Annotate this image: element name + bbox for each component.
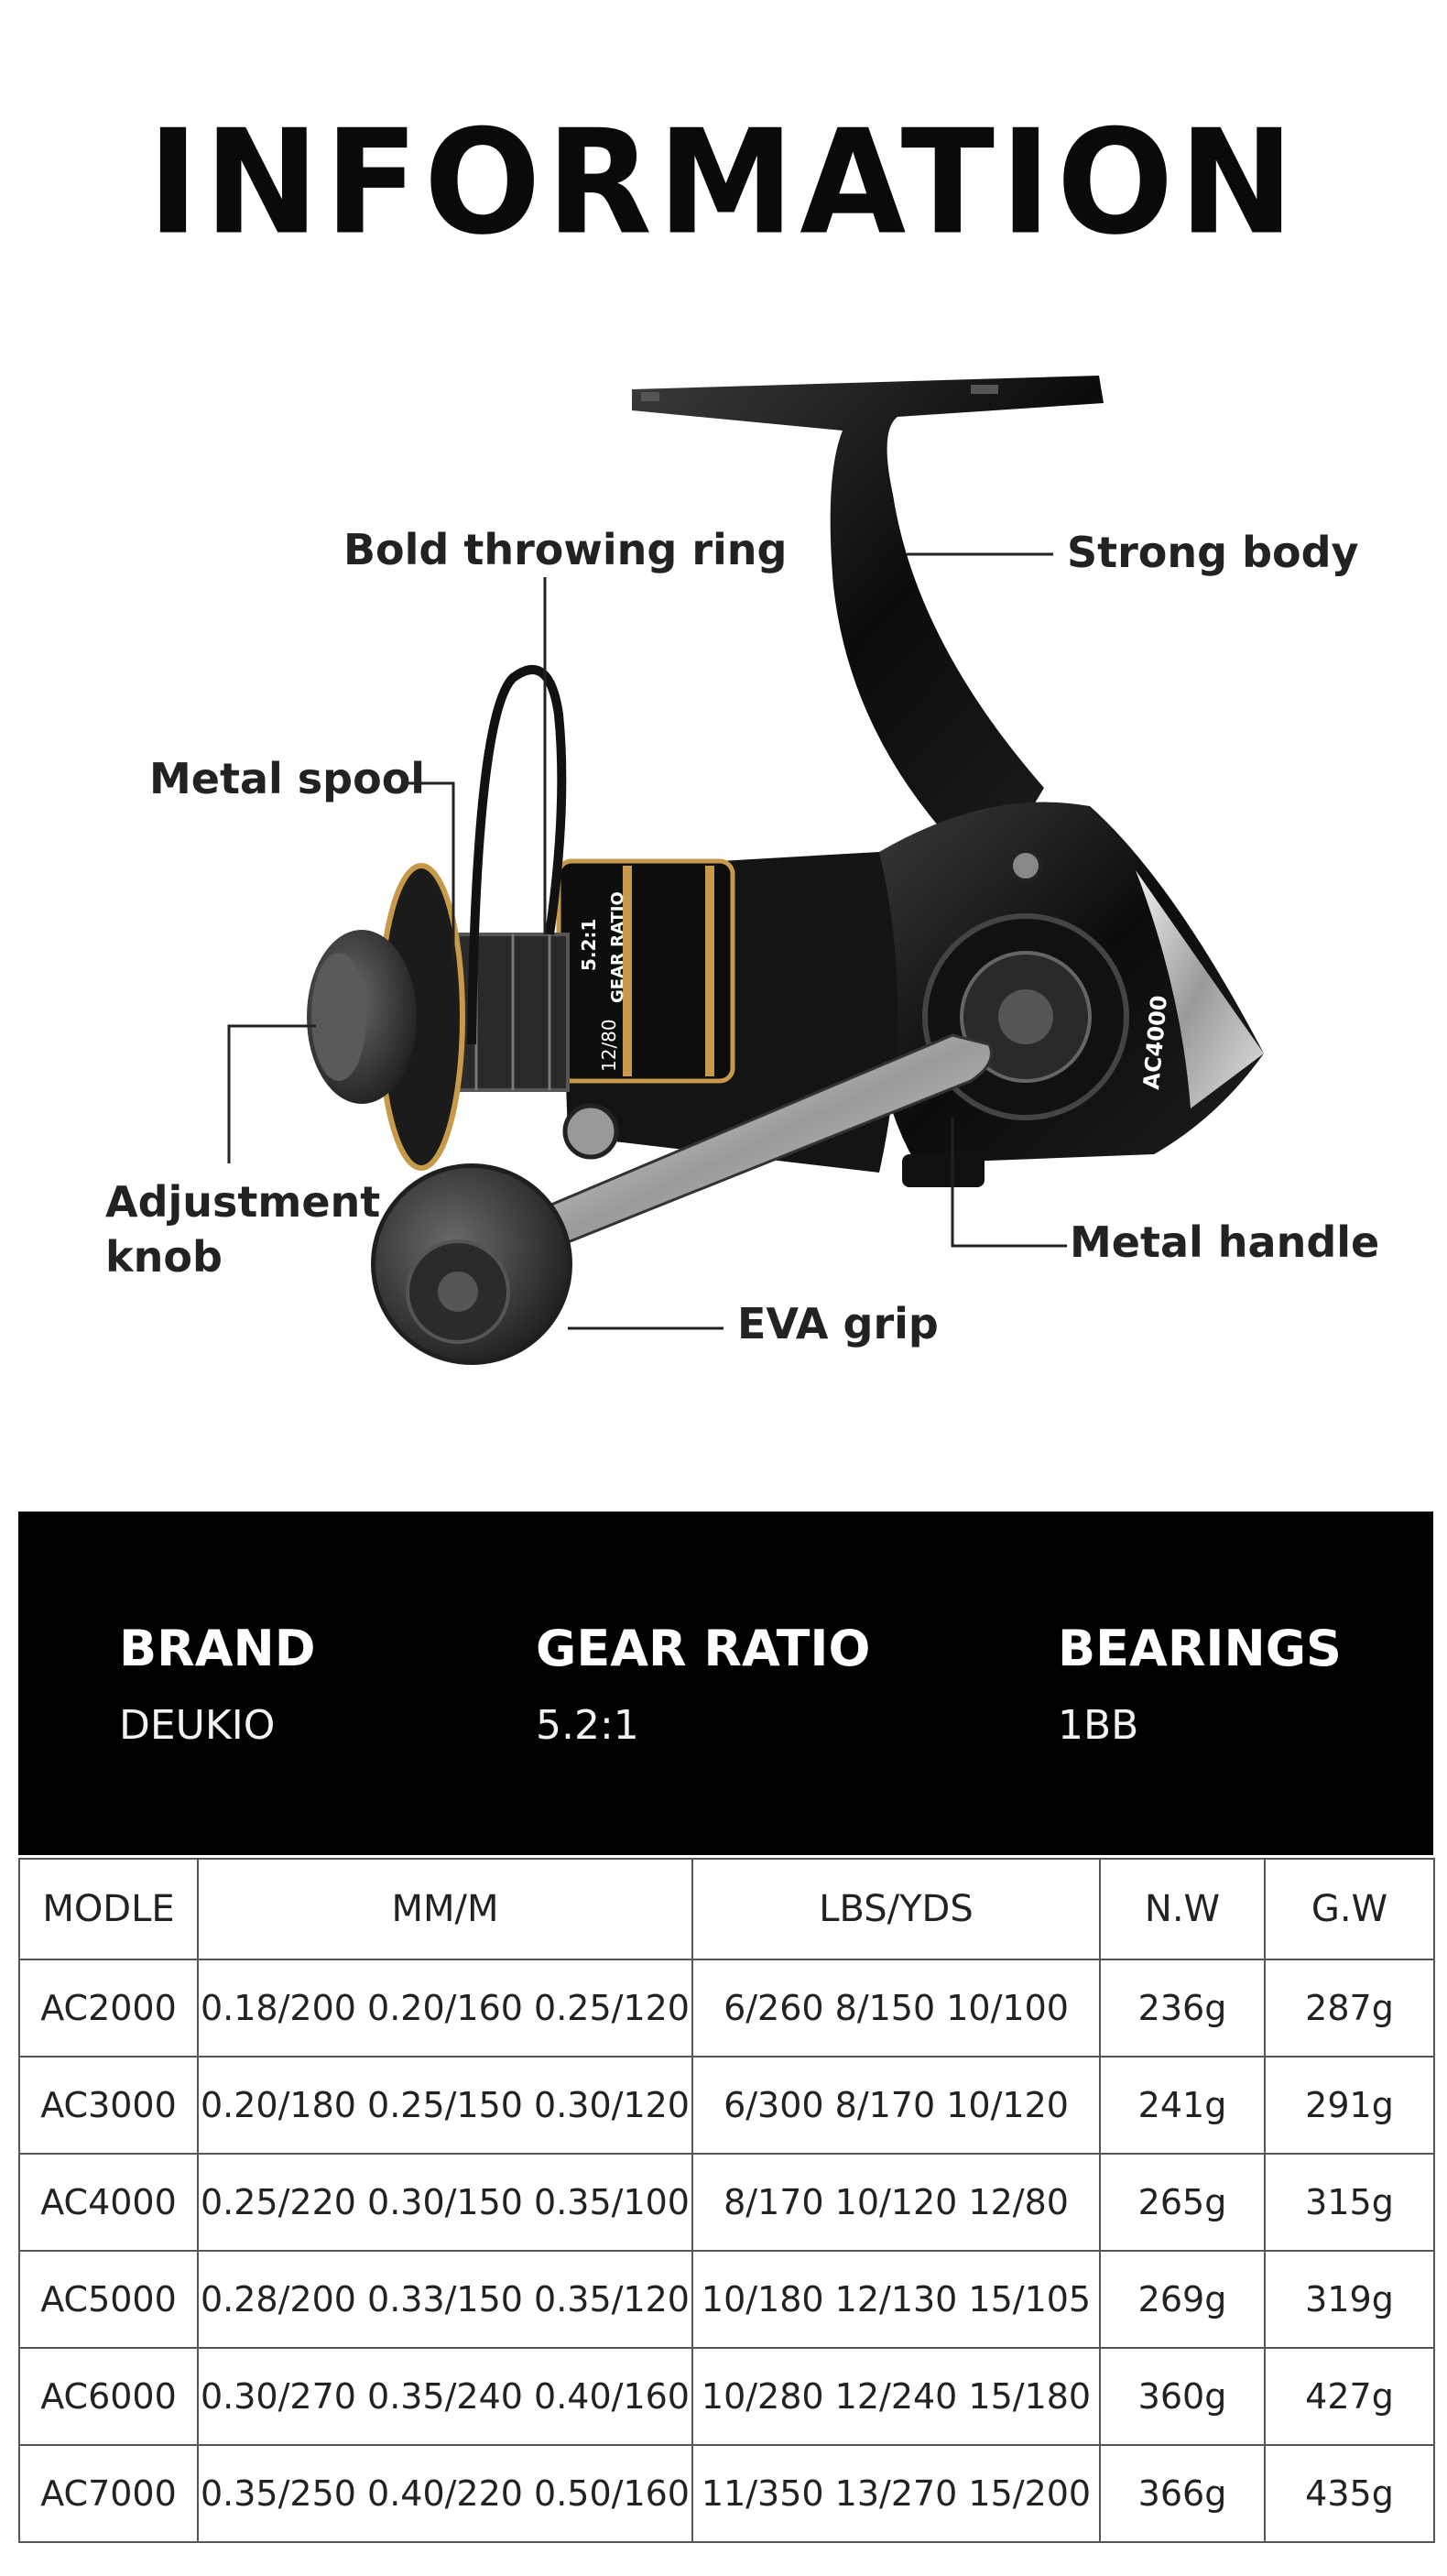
reel-capacity-text: 12/80 [598,1019,620,1072]
table-cell-nw: 360g [1099,2347,1266,2446]
spec-bearings-label: BEARINGS [1058,1620,1342,1677]
table-cell-model: AC5000 [18,2250,199,2349]
table-cell-gw: 287g [1264,1959,1435,2058]
spec-gear-ratio-value: 5.2:1 [536,1702,639,1749]
table-row: AC4000 0.25/220 0.30/150 0.35/100 8/170 … [18,2153,1435,2252]
table-header-mm-m: MM/M [197,1858,693,1960]
table-cell-nw: 366g [1099,2444,1266,2543]
table-cell-nw: 236g [1099,1959,1266,2058]
callout-eva-grip: EVA grip [737,1299,939,1348]
spec-brand-label: BRAND [119,1620,316,1677]
table-cell-lbs-yds: 8/170 10/120 12/80 [691,2153,1101,2252]
table-cell-gw: 291g [1264,2056,1435,2155]
table-row: AC5000 0.28/200 0.33/150 0.35/120 10/180… [18,2250,1435,2349]
spec-brand: BRAND DEUKIO [119,1617,316,1758]
spec-gear-ratio: GEAR RATIO 5.2:1 [536,1617,870,1758]
reel-rotor [556,852,898,1173]
throwing-ring [467,665,567,1045]
table-cell-mm-m: 0.28/200 0.33/150 0.35/120 [197,2250,693,2349]
reel-stem [632,376,1104,879]
reel-ratio-text: 5.2:1 [578,919,600,971]
callout-lines [227,552,1067,1330]
spec-band: BRAND DEUKIO GEAR RATIO 5.2:1 BEARINGS 1… [18,1512,1433,1855]
table-cell-mm-m: 0.25/220 0.30/150 0.35/100 [197,2153,693,2252]
table-row: AC3000 0.20/180 0.25/150 0.30/120 6/300 … [18,2056,1435,2155]
table-row: AC6000 0.30/270 0.35/240 0.40/160 10/280… [18,2347,1435,2446]
eva-grip [371,1163,572,1365]
table-cell-mm-m: 0.18/200 0.20/160 0.25/120 [197,1959,693,2058]
callout-adjustment-knob: Adjustment knob [105,1174,380,1284]
table-cell-lbs-yds: 6/300 8/170 10/120 [691,2056,1101,2155]
spec-table: MODLE MM/M LBS/YDS N.W G.W AC2000 0.18/2… [18,1858,1435,2543]
table-cell-gw: 427g [1264,2347,1435,2446]
table-cell-model: AC4000 [18,2153,199,2252]
metal-handle [538,1033,993,1248]
reel-body [871,802,1264,1163]
table-row: AC2000 0.18/200 0.20/160 0.25/120 6/260 … [18,1959,1435,2058]
table-cell-lbs-yds: 6/260 8/150 10/100 [691,1959,1101,2058]
callout-metal-spool: Metal spool [149,754,426,803]
callout-adjustment-knob-line2: knob [105,1232,223,1282]
table-cell-mm-m: 0.20/180 0.25/150 0.30/120 [197,2056,693,2155]
reel-ratio-label-text: GEAR RATIO [608,891,627,1003]
table-header-lbs-yds: LBS/YDS [691,1858,1101,1960]
table-row: AC7000 0.35/250 0.40/220 0.50/160 11/350… [18,2444,1435,2543]
table-header-model: MODLE [18,1858,199,1960]
table-cell-nw: 269g [1099,2250,1266,2349]
table-header-gw: G.W [1264,1858,1435,1960]
table-cell-model: AC3000 [18,2056,199,2155]
table-cell-gw: 435g [1264,2444,1435,2543]
table-cell-mm-m: 0.30/270 0.35/240 0.40/160 [197,2347,693,2446]
table-cell-nw: 241g [1099,2056,1266,2155]
page-title: INFORMATION [147,99,1300,267]
table-cell-model: AC6000 [18,2347,199,2446]
fishing-reel-illustration: AC4000 5.2:1 GEAR RATIO 12/80 [227,376,1264,1365]
spec-gear-ratio-label: GEAR RATIO [536,1620,871,1677]
adjustment-knob [307,930,417,1104]
callout-strong-body: Strong body [1067,528,1359,577]
callout-metal-handle: Metal handle [1070,1217,1380,1267]
callout-bold-throwing-ring: Bold throwing ring [343,525,788,574]
table-cell-gw: 319g [1264,2250,1435,2349]
table-cell-nw: 265g [1099,2153,1266,2252]
spec-bearings: BEARINGS 1BB [1058,1617,1342,1758]
callout-adjustment-knob-line1: Adjustment [105,1177,381,1227]
table-header-nw: N.W [1099,1858,1266,1960]
table-cell-gw: 315g [1264,2153,1435,2252]
table-cell-model: AC2000 [18,1959,199,2058]
table-cell-lbs-yds: 10/280 12/240 15/180 [691,2347,1101,2446]
table-header-row: MODLE MM/M LBS/YDS N.W G.W [18,1858,1435,1960]
table-cell-model: AC7000 [18,2444,199,2543]
table-cell-lbs-yds: 10/180 12/130 15/105 [691,2250,1101,2349]
spec-brand-value: DEUKIO [119,1702,276,1749]
table-cell-lbs-yds: 11/350 13/270 15/200 [691,2444,1101,2543]
spec-bearings-value: 1BB [1058,1702,1139,1749]
table-cell-mm-m: 0.35/250 0.40/220 0.50/160 [197,2444,693,2543]
